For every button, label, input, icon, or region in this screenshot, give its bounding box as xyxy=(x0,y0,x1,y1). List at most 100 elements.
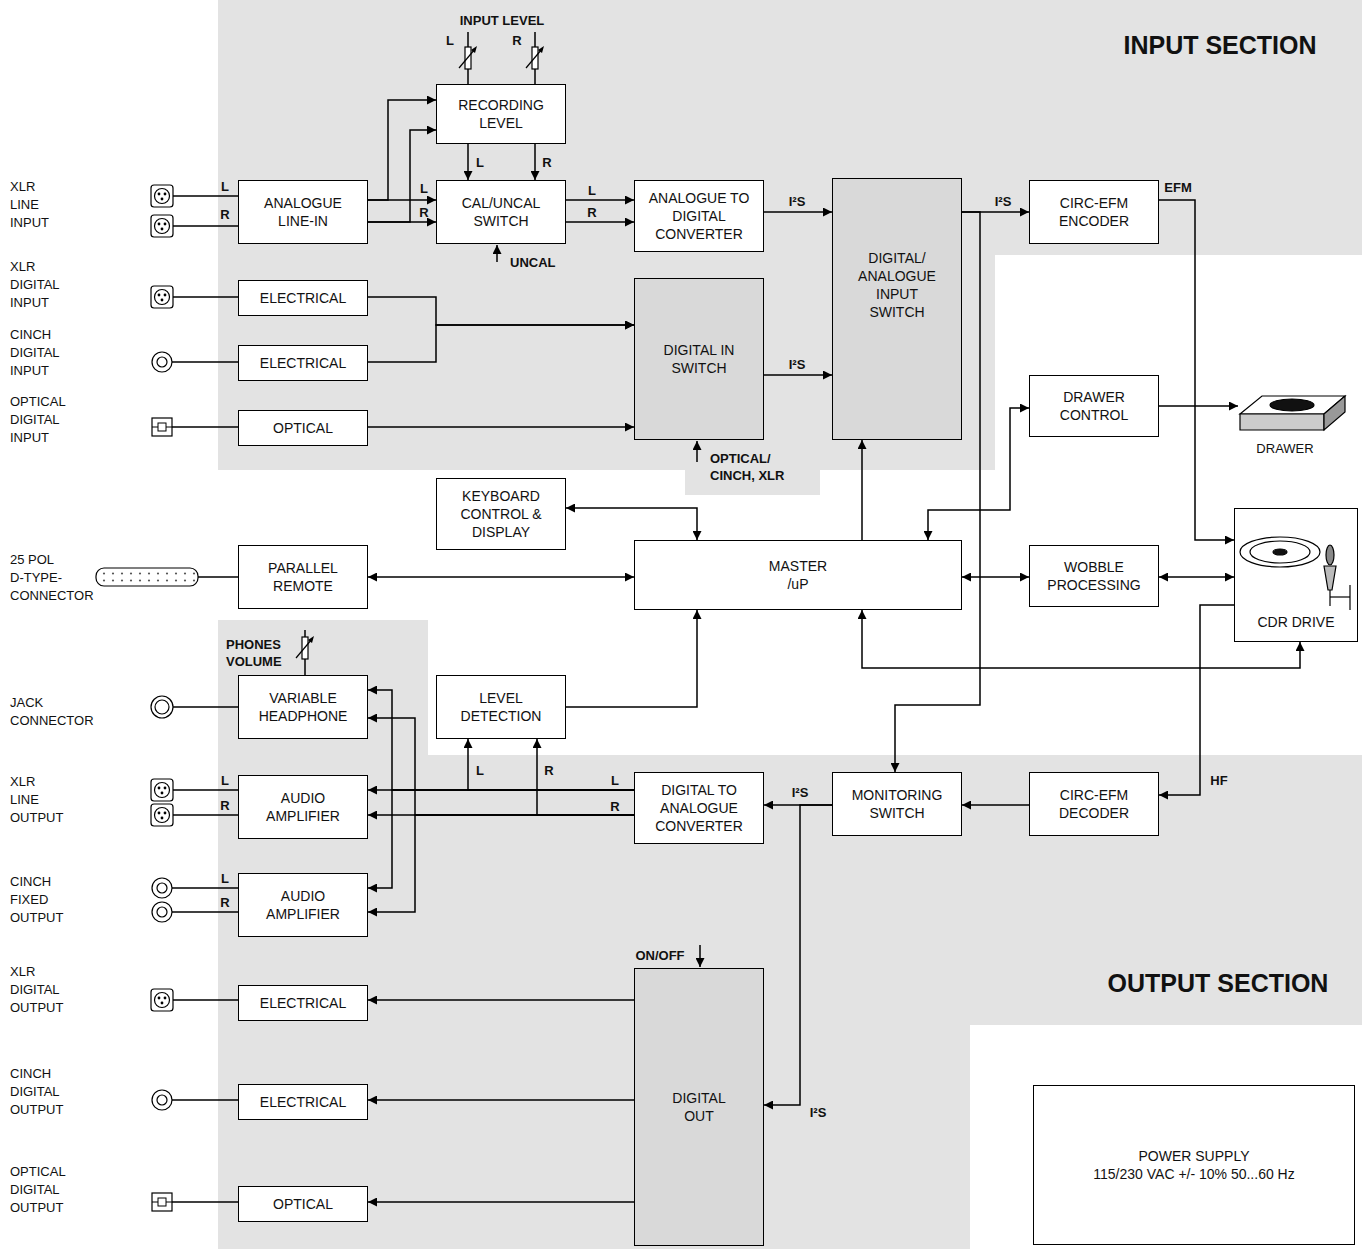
signal-connector xyxy=(368,1201,634,1203)
annotation-label: DRAWER xyxy=(1256,441,1313,456)
block-box: LEVEL DETECTION xyxy=(436,675,566,739)
block-box: WOBBLE PROCESSING xyxy=(1029,545,1159,607)
connector-label: XLR LINE OUTPUT xyxy=(10,773,65,827)
box-text: POWER SUPPLY xyxy=(1139,1147,1250,1165)
block-box: MASTER /uP xyxy=(634,540,962,610)
signal-connector xyxy=(566,199,634,201)
signal-connector xyxy=(537,739,634,815)
block-box: DRAWER CONTROL xyxy=(1029,375,1159,437)
block-box: ELECTRICAL xyxy=(238,345,368,381)
annotation-label: R xyxy=(512,32,521,49)
connector-wire xyxy=(304,659,306,675)
signal-connector xyxy=(368,1099,634,1101)
block-box: ANALOGUE LINE-IN xyxy=(238,180,368,244)
block-box: MONITORING SWITCH xyxy=(832,772,962,836)
connector-wire xyxy=(467,69,469,84)
connector-symbol xyxy=(151,185,173,207)
box-text: 115/230 VAC +/- 10% 50...60 Hz xyxy=(1093,1165,1294,1183)
connector-symbol xyxy=(152,878,172,898)
connector-label: CINCH FIXED OUTPUT xyxy=(10,873,65,927)
signal-label: L xyxy=(420,180,428,197)
block-box: CAL/UNCAL SWITCH xyxy=(436,180,566,244)
signal-connector xyxy=(566,221,634,223)
cdr-drive-illustration xyxy=(1326,545,1334,565)
connector-label: XLR DIGITAL INPUT xyxy=(10,258,65,312)
block-box: AUDIO AMPLIFIER xyxy=(238,873,368,937)
box-text: KEYBOARD CONTROL & DISPLAY xyxy=(451,487,551,541)
box-text: ELECTRICAL xyxy=(260,354,346,372)
connector-wire xyxy=(534,32,536,47)
connector-wire xyxy=(173,814,238,816)
connector-symbol xyxy=(151,989,173,1011)
connector-symbol xyxy=(151,286,173,308)
diagram-art xyxy=(526,46,544,69)
block-box: DIGITAL TO ANALOGUE CONVERTER xyxy=(634,772,764,844)
box-text: AUDIO AMPLIFIER xyxy=(248,887,358,923)
connector-symbol xyxy=(152,352,172,372)
signal-connector xyxy=(534,144,536,180)
box-text: OPTICAL xyxy=(273,419,333,437)
annotation-label: ON/OFF xyxy=(635,947,684,964)
connector-symbol xyxy=(152,902,172,922)
connector-symbol xyxy=(152,418,172,436)
box-text: WOBBLE PROCESSING xyxy=(1039,558,1149,594)
output-section-shading xyxy=(218,620,1362,1249)
block-box: VARIABLE HEADPHONE xyxy=(238,675,368,739)
signal-label: R xyxy=(419,204,428,221)
block-box: DIGITAL/ ANALOGUE INPUT SWITCH xyxy=(832,178,962,440)
signal-label: I²S xyxy=(810,1104,827,1121)
connector-wire xyxy=(172,911,238,913)
connector-label: OPTICAL DIGITAL OUTPUT xyxy=(10,1163,65,1217)
connector-wire xyxy=(172,361,238,363)
box-text: CAL/UNCAL SWITCH xyxy=(446,194,556,230)
connector-wire xyxy=(172,426,238,428)
signal-label: L xyxy=(611,772,619,789)
signal-label: L xyxy=(476,154,484,171)
signal-connector xyxy=(368,815,634,912)
control-arrow xyxy=(1159,405,1238,407)
signal-connector xyxy=(368,100,436,200)
box-text: DIGITAL IN SWITCH xyxy=(644,341,754,377)
connector-symbol xyxy=(151,779,173,801)
block-box: RECORDING LEVEL xyxy=(436,84,566,144)
box-text: OPTICAL xyxy=(273,1195,333,1213)
block-box: OPTICAL xyxy=(238,410,368,446)
box-text: DIGITAL/ ANALOGUE INPUT SWITCH xyxy=(850,249,945,321)
annotation-label: R xyxy=(220,206,229,223)
connector-wire xyxy=(534,69,536,84)
block-box: ELECTRICAL xyxy=(238,280,368,316)
annotation-label: L xyxy=(221,178,229,195)
annotation-label: OPTICAL/ CINCH, XLR xyxy=(710,450,795,484)
block-box: DIGITAL OUT xyxy=(634,968,764,1246)
annotation-label: R xyxy=(220,797,229,814)
signal-connector xyxy=(962,576,1029,578)
box-text: ELECTRICAL xyxy=(260,994,346,1012)
control-arrow xyxy=(696,441,698,462)
annotation-label: L xyxy=(446,32,454,49)
annotation-label: INPUT LEVEL xyxy=(460,12,545,29)
signal-connector xyxy=(962,804,1029,806)
block-box: POWER SUPPLY115/230 VAC +/- 10% 50...60 … xyxy=(1033,1085,1355,1245)
connector-symbol xyxy=(152,1193,172,1211)
box-text: CIRC-EFM ENCODER xyxy=(1039,194,1149,230)
connector-label: OPTICAL DIGITAL INPUT xyxy=(10,393,65,447)
box-text: ANALOGUE LINE-IN xyxy=(248,194,358,230)
diagram-art xyxy=(296,636,314,659)
box-text: MONITORING SWITCH xyxy=(842,786,952,822)
signal-connector xyxy=(467,144,469,180)
connector-label: XLR LINE INPUT xyxy=(10,178,65,232)
cdr-drive-illustration xyxy=(1240,537,1350,610)
box-text: DRAWER CONTROL xyxy=(1039,388,1149,424)
block-box: AUDIO AMPLIFIER xyxy=(238,775,368,839)
signal-connector xyxy=(368,790,634,888)
signal-connector xyxy=(368,130,436,222)
signal-label: R xyxy=(544,762,553,779)
section-heading: INPUT SECTION xyxy=(1123,31,1316,60)
drawer-illustration xyxy=(1240,414,1324,430)
signal-connector xyxy=(1159,576,1234,578)
connector-wire xyxy=(173,999,238,1001)
signal-label: I²S xyxy=(789,193,806,210)
signal-connector xyxy=(1159,605,1234,795)
connector-wire xyxy=(173,195,238,197)
connector-wire xyxy=(304,630,306,637)
